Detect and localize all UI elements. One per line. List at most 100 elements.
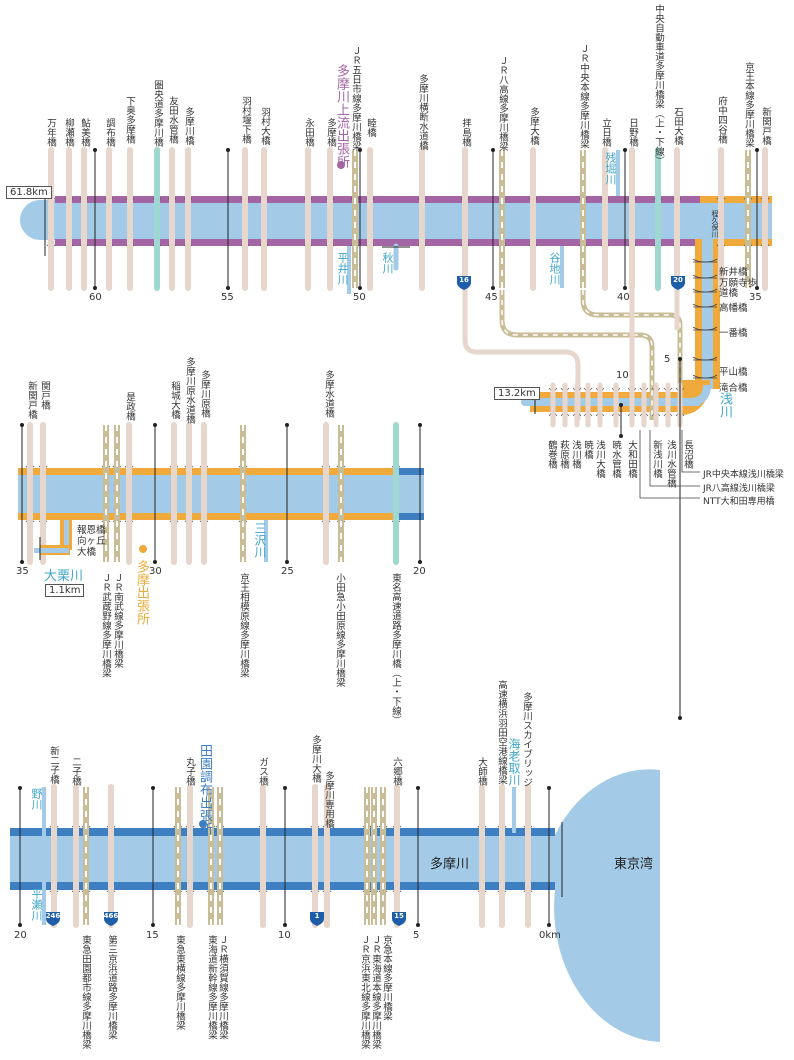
bridge-label: 稲城大橋: [169, 381, 180, 419]
office-middle-dot: [139, 545, 147, 553]
bridge-label: 京王相模原線多摩川橋梁: [238, 573, 249, 678]
callout-label: JR八高線浅川橋梁: [703, 484, 775, 494]
bridge-label: 石田大橋: [672, 107, 683, 145]
upper-segment: [20, 147, 772, 389]
km-tick-label: 35: [749, 292, 762, 303]
bridge-label: 多摩川専用橋: [323, 771, 334, 828]
bridge-label: 萩原橋: [558, 440, 569, 469]
km-tick-dot: [619, 434, 623, 438]
bridge-label: 暁水管橋: [610, 440, 621, 478]
office-lower: 田園調布出張所: [197, 744, 212, 835]
tokyo-bay: [554, 769, 660, 1042]
side-bridge-label: 平山橋: [719, 367, 748, 378]
bank-lower-bottom: [10, 882, 555, 890]
km-tick-dot: [151, 786, 155, 790]
km-tick-dot: [623, 286, 627, 290]
river-water: [18, 468, 424, 520]
km-tick-dot: [226, 286, 230, 290]
km-tick-label: 5: [664, 354, 671, 365]
bridge-label: 新関戸橋: [760, 107, 771, 145]
km-tick-dot: [416, 786, 420, 790]
bridge-label: 調布橋: [104, 118, 115, 147]
km-tick-dot: [358, 148, 362, 152]
bridge-label: 浅川橋: [570, 440, 581, 469]
route-sign-1-icon: 1: [309, 910, 325, 926]
tributary-zanbori: [616, 150, 620, 196]
km-tick-label: 20: [413, 566, 426, 577]
route-number: 15: [394, 912, 404, 920]
bridge-label: ＪＲ京浜東北線多摩川橋梁: [359, 935, 370, 1049]
km-tick: [619, 403, 623, 438]
bridge-label: 柳瀬橋: [63, 118, 74, 147]
side-bridge-label: 万願寺歩道橋: [719, 278, 758, 299]
tributary-label: 平瀬川: [30, 888, 43, 921]
route-sign-15-icon: 15: [391, 910, 407, 926]
km-tick-dot: [418, 423, 422, 427]
bank-lower-bottom: [395, 513, 424, 520]
km-tick-label: 15: [146, 930, 159, 941]
km-tick-dot: [416, 923, 420, 927]
asakawa-water: [702, 239, 713, 389]
asakawa-start-km: 13.2km: [494, 387, 540, 400]
tributary-label: 海老取川: [507, 738, 521, 786]
road-16-route: [462, 290, 581, 420]
km-tick-dot: [20, 560, 24, 564]
km-tick-dot: [755, 148, 759, 152]
km-tick-dot: [547, 923, 551, 927]
asakawa-segment: [462, 258, 718, 720]
office-upper: 多摩川上流出張所: [334, 64, 349, 168]
km-tick: [20, 423, 24, 564]
km-tick-dot: [20, 423, 24, 427]
bridge-label: 長沼橋: [682, 440, 693, 469]
km-tick-dot: [18, 923, 22, 927]
route-number: 16: [459, 276, 469, 284]
bridge-label: 新二子橋: [48, 746, 59, 784]
km-tick: [623, 148, 627, 290]
bridge-label: 多摩水道橋: [323, 370, 334, 418]
bridge-label: 中央自動車道多摩川橋梁（上・下線）: [653, 4, 664, 166]
route-number: 20: [673, 276, 683, 284]
km-tick-dot: [151, 923, 155, 927]
river-water: [55, 196, 772, 246]
callout-line: [639, 430, 700, 499]
km-tick: [18, 786, 22, 927]
side-bridge-label: 高幡橋: [719, 303, 748, 314]
bridge-label: 是政橋: [124, 392, 135, 421]
office-upper-dot: [337, 161, 345, 169]
bridge-label: 大和田橋: [626, 440, 637, 478]
tributary-label: 秋川: [381, 252, 394, 274]
km-tick-dot: [418, 560, 422, 564]
bridge-label: 下奥多摩橋: [124, 96, 135, 144]
river-water: [10, 828, 555, 890]
side-bridge-label: 一番橋: [719, 328, 748, 339]
okuri-water-h: [34, 548, 69, 553]
km-tick: [358, 148, 362, 290]
route-number: 466: [103, 912, 119, 920]
bridge-label: 多摩大橋: [528, 107, 539, 145]
bridge-label: 丸子橋: [184, 757, 195, 786]
km-tick: [153, 423, 157, 564]
km-tick-dot: [153, 423, 157, 427]
bridge-label: 浅川大橋: [594, 440, 605, 478]
bridge-label: ＪＲ南武線多摩川橋梁: [112, 573, 123, 668]
km-tick: [226, 148, 230, 290]
km-tick: [285, 423, 289, 564]
km-tick-dot: [678, 716, 682, 720]
km-tick-label: 60: [89, 292, 102, 303]
tributary-nogawa: [42, 787, 46, 925]
callout-label: NTT大和田専用橋: [703, 497, 775, 507]
bridge-label: 鮎美橋: [79, 118, 90, 147]
bridge-label: 小田急小田原線多摩川橋梁: [334, 573, 345, 687]
asakawa-cap: [521, 398, 535, 406]
km-tick-dot: [283, 786, 287, 790]
km-tick-dot: [678, 357, 682, 361]
lower-segment: [10, 769, 660, 1042]
bay-name: 東京湾: [614, 857, 654, 872]
km-tick-dot: [285, 560, 289, 564]
bridge-label: 羽村大橋: [259, 107, 270, 145]
tributary-label: 谷地川: [548, 252, 561, 285]
bridge-label: 京急本線多摩川橋梁: [381, 935, 392, 1021]
bridge-label: 多摩川橋: [183, 107, 194, 145]
km-tick-label: 45: [485, 292, 498, 303]
